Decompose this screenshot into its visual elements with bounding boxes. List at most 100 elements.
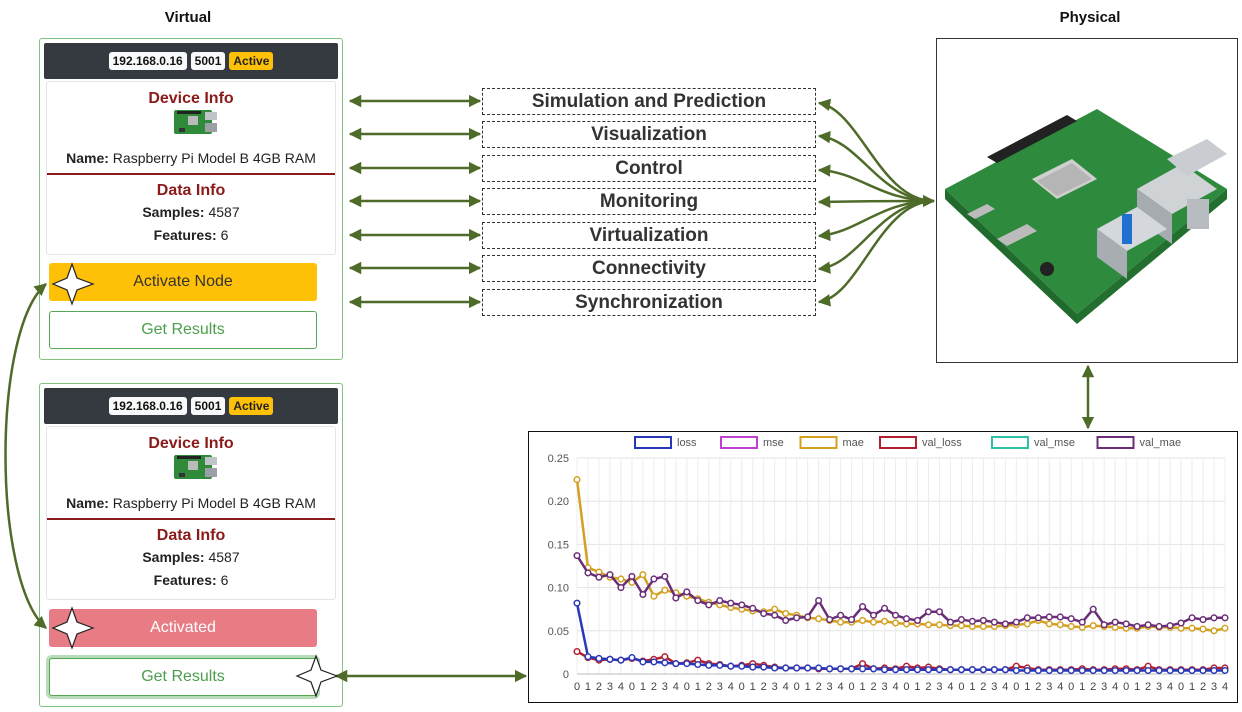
- node-card-bottom: 192.168.0.16 5001 Active Device Info Nam…: [39, 383, 343, 707]
- feature-synchronization: Synchronization: [482, 289, 816, 316]
- device-info-title: Device Info: [148, 435, 234, 452]
- data-point-val_mae: [1133, 622, 1141, 631]
- data-point-val_mae: [606, 571, 614, 579]
- data-point-val_mae: [891, 611, 900, 619]
- x-tick-label: 4: [673, 681, 679, 693]
- x-tick-label: 4: [1222, 681, 1228, 693]
- x-tick-label: 1: [1024, 681, 1030, 693]
- device-name-line: Name: Raspberry Pi Model B 4GB RAM: [47, 495, 335, 511]
- port-badge: 5001: [190, 397, 226, 415]
- x-tick-label: 3: [607, 681, 613, 693]
- data-point-mae: [617, 575, 625, 583]
- data-point-loss: [1100, 666, 1108, 675]
- data-point-loss: [1089, 666, 1097, 675]
- data-point-val_mae: [804, 613, 812, 621]
- raspberry-pi-photo: [945, 109, 1227, 324]
- data-point-val_mae: [694, 597, 702, 605]
- data-point-mae: [1067, 622, 1075, 631]
- ip-badge: 192.168.0.16: [108, 52, 187, 70]
- x-tick-label: 2: [596, 681, 602, 693]
- section-divider: [47, 173, 335, 175]
- x-tick-label: 2: [761, 681, 767, 693]
- features-label: Features:: [153, 572, 217, 588]
- feature-simulation-prediction: Simulation and Prediction: [482, 88, 816, 115]
- x-tick-label: 3: [1046, 681, 1052, 693]
- status-badge: Active: [229, 397, 274, 415]
- data-point-loss: [968, 666, 976, 674]
- x-tick-label: 0: [794, 681, 800, 693]
- data-point-val_mae: [793, 614, 801, 622]
- data-point-val_mae: [1221, 614, 1229, 622]
- data-point-loss: [727, 662, 735, 670]
- x-tick-label: 0: [574, 681, 580, 693]
- data-point-loss: [946, 666, 954, 674]
- data-point-mae: [924, 621, 933, 629]
- physical-device-panel: [936, 38, 1238, 363]
- data-point-val_mae: [705, 601, 713, 609]
- data-point-val_mae: [880, 604, 889, 612]
- activate-node-button[interactable]: Activate Node: [49, 263, 317, 301]
- data-point-loss: [1210, 666, 1218, 675]
- x-tick-label: 1: [1134, 681, 1140, 693]
- data-point-val_mae: [1122, 620, 1130, 628]
- data-point-loss: [760, 663, 768, 671]
- data-point-val_mae: [902, 615, 911, 623]
- samples-line: Samples: 4587: [47, 204, 335, 220]
- y-tick-label: 0.20: [548, 496, 569, 508]
- get-results-button[interactable]: Get Results: [49, 311, 317, 349]
- data-point-loss: [1133, 666, 1141, 675]
- data-point-loss: [606, 655, 614, 663]
- feature-virtualization: Virtualization: [482, 222, 816, 249]
- data-point-loss: [880, 666, 889, 674]
- x-tick-label: 0: [684, 681, 690, 693]
- data-point-val_mae: [1001, 620, 1009, 628]
- legend-label: val_mse: [1034, 437, 1075, 449]
- data-point-loss: [595, 654, 603, 662]
- feature-control: Control: [482, 155, 816, 182]
- x-tick-label: 1: [859, 681, 865, 693]
- data-point-loss: [1166, 666, 1174, 675]
- device-name-label: Name:: [66, 150, 109, 166]
- data-point-loss: [1012, 666, 1020, 675]
- feature-connectivity: Connectivity: [482, 255, 816, 282]
- data-point-loss: [793, 664, 801, 672]
- data-point-mae: [1188, 624, 1196, 632]
- data-point-val_mae: [617, 584, 625, 592]
- data-point-loss: [1144, 666, 1152, 675]
- data-point-loss: [573, 599, 581, 607]
- get-results-button[interactable]: Get Results: [49, 658, 317, 696]
- x-tick-label: 2: [1145, 681, 1151, 693]
- data-point-loss: [694, 660, 702, 669]
- data-point-loss: [1199, 666, 1207, 675]
- data-point-loss: [1111, 666, 1119, 675]
- features-label: Features:: [153, 227, 217, 243]
- data-point-val_mae: [837, 611, 845, 619]
- x-tick-label: 4: [1112, 681, 1118, 693]
- data-point-loss: [1001, 666, 1009, 674]
- features-line: Features: 6: [47, 572, 335, 588]
- card-header: 192.168.0.16 5001 Active: [44, 388, 338, 424]
- x-tick-label: 3: [1101, 681, 1107, 693]
- card-body: Device Info Name: Raspberry Pi Model B 4…: [46, 426, 336, 600]
- feature-monitoring: Monitoring: [482, 188, 816, 215]
- data-point-val_mae: [1210, 614, 1218, 622]
- virtual-heading: Virtual: [164, 9, 212, 26]
- x-tick-label: 3: [881, 681, 887, 693]
- data-point-val_mae: [573, 552, 581, 560]
- data-point-mae: [869, 618, 878, 626]
- data-point-loss: [891, 666, 900, 674]
- data-point-val_mae: [782, 616, 790, 624]
- x-tick-label: 4: [618, 681, 624, 693]
- data-point-loss: [826, 665, 834, 673]
- data-point-val_mae: [1023, 614, 1031, 622]
- x-tick-label: 2: [1090, 681, 1096, 693]
- data-point-val_mae: [683, 588, 691, 596]
- legend-label: loss: [677, 437, 697, 449]
- data-point-mae: [771, 605, 779, 613]
- data-point-loss: [738, 662, 746, 670]
- data-point-loss: [1067, 666, 1075, 675]
- legend-swatch: [720, 436, 758, 449]
- x-tick-label: 3: [936, 681, 942, 693]
- x-tick-label: 3: [717, 681, 723, 693]
